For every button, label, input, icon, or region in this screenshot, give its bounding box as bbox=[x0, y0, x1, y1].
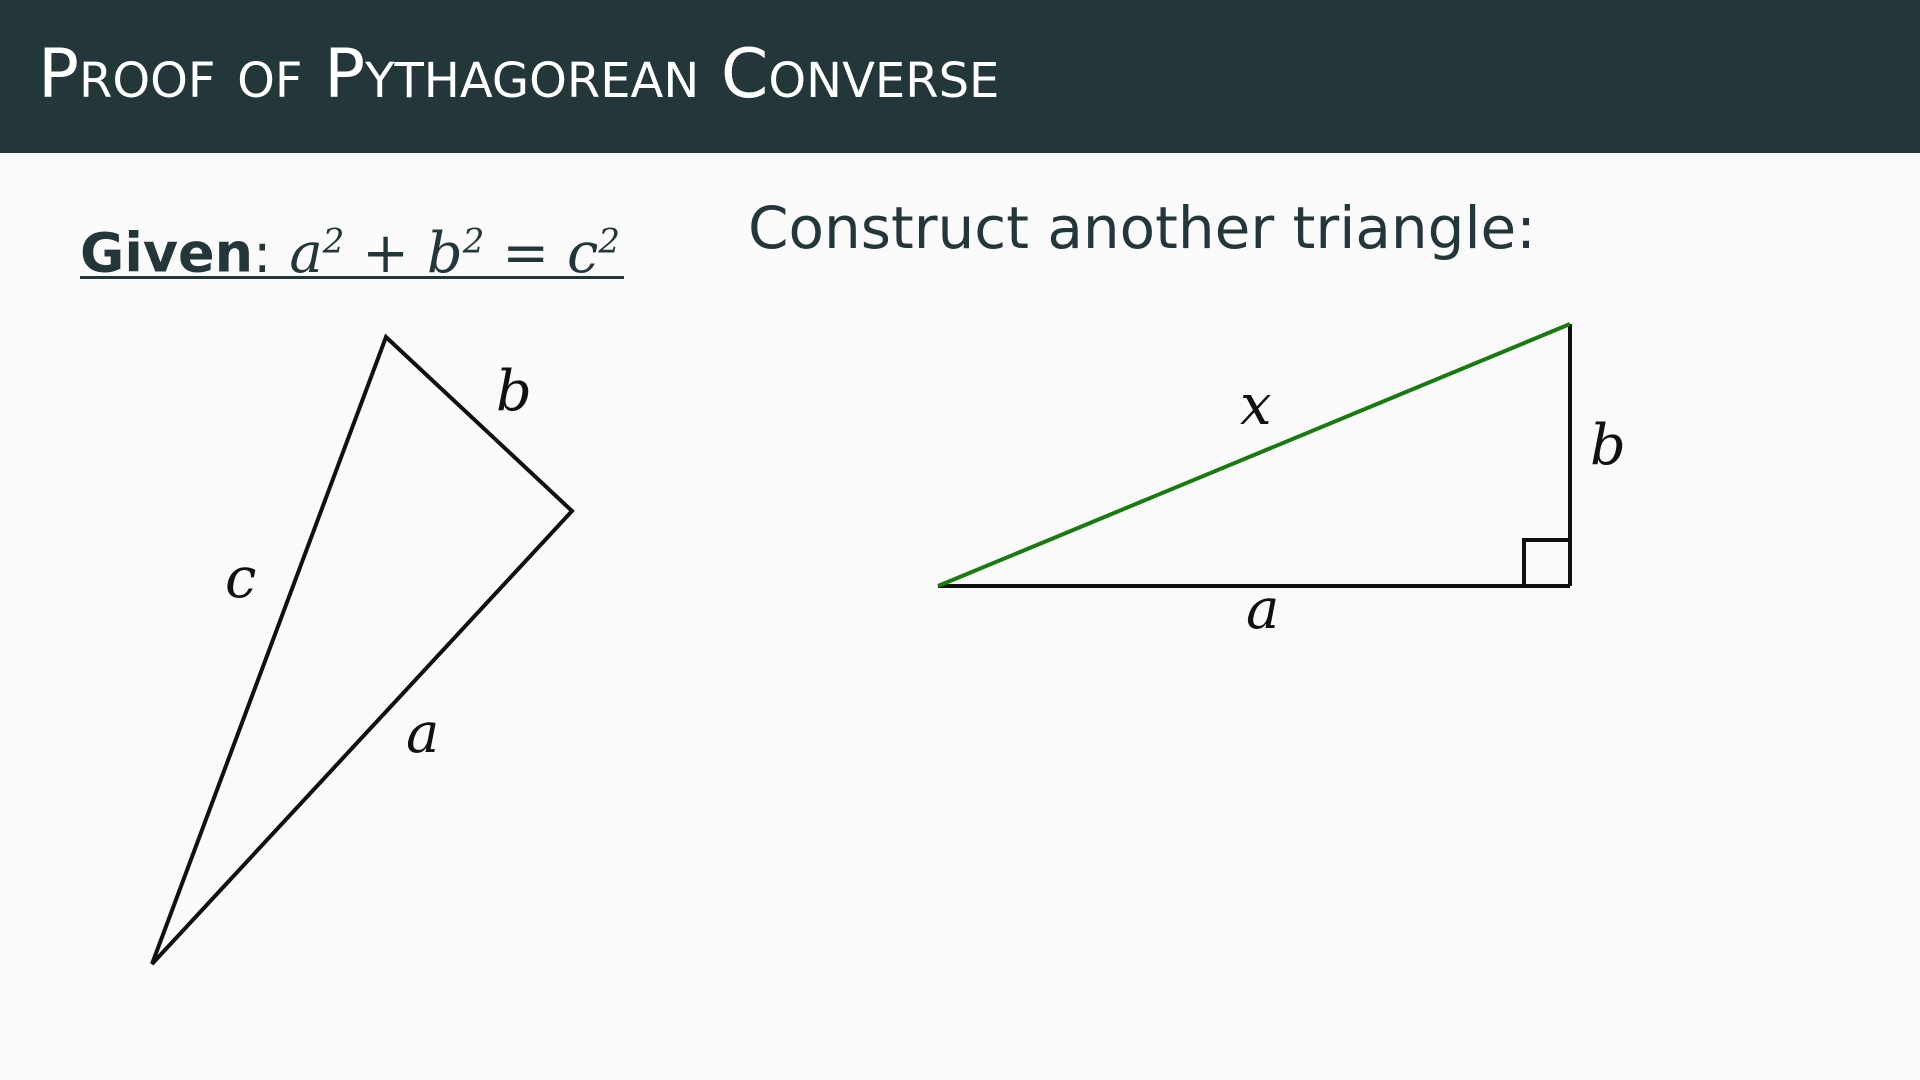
constructed-label-a: a bbox=[1246, 577, 1279, 642]
eq-exp-c: 2 bbox=[598, 221, 620, 261]
eq-equals: = bbox=[502, 220, 550, 286]
title-bar: Proof of Pythagorean Converse bbox=[0, 0, 1920, 153]
constructed-label-x: x bbox=[1240, 373, 1272, 438]
slide-title: Proof of Pythagorean Converse bbox=[38, 35, 1000, 114]
given-label-a: a bbox=[406, 701, 439, 766]
given-statement: Given:a2 + b2 = c2 bbox=[80, 206, 624, 286]
given-triangle: b c a bbox=[150, 333, 575, 966]
eq-plus: + bbox=[362, 220, 410, 286]
eq-exp-b: 2 bbox=[462, 221, 485, 261]
eq-term-b: b bbox=[426, 220, 463, 286]
right-angle-marker bbox=[1522, 538, 1570, 586]
eq-term-c: c bbox=[566, 220, 599, 286]
constructed-label-b: b bbox=[1590, 413, 1626, 478]
eq-exp-a: 2 bbox=[322, 221, 345, 261]
eq-term-a: a bbox=[289, 220, 323, 286]
constructed-triangle: x b a bbox=[937, 322, 1626, 642]
given-label-c: c bbox=[225, 546, 256, 611]
given-label-b: b bbox=[496, 359, 532, 424]
construct-text: Construct another triangle: bbox=[748, 194, 1536, 262]
given-label: Given bbox=[80, 221, 254, 285]
given-equation: a2 + b2 = c2 bbox=[289, 221, 620, 286]
given-triangle-outline bbox=[150, 333, 575, 966]
given-colon: : bbox=[253, 221, 272, 285]
constructed-hypotenuse-x bbox=[937, 322, 1571, 588]
